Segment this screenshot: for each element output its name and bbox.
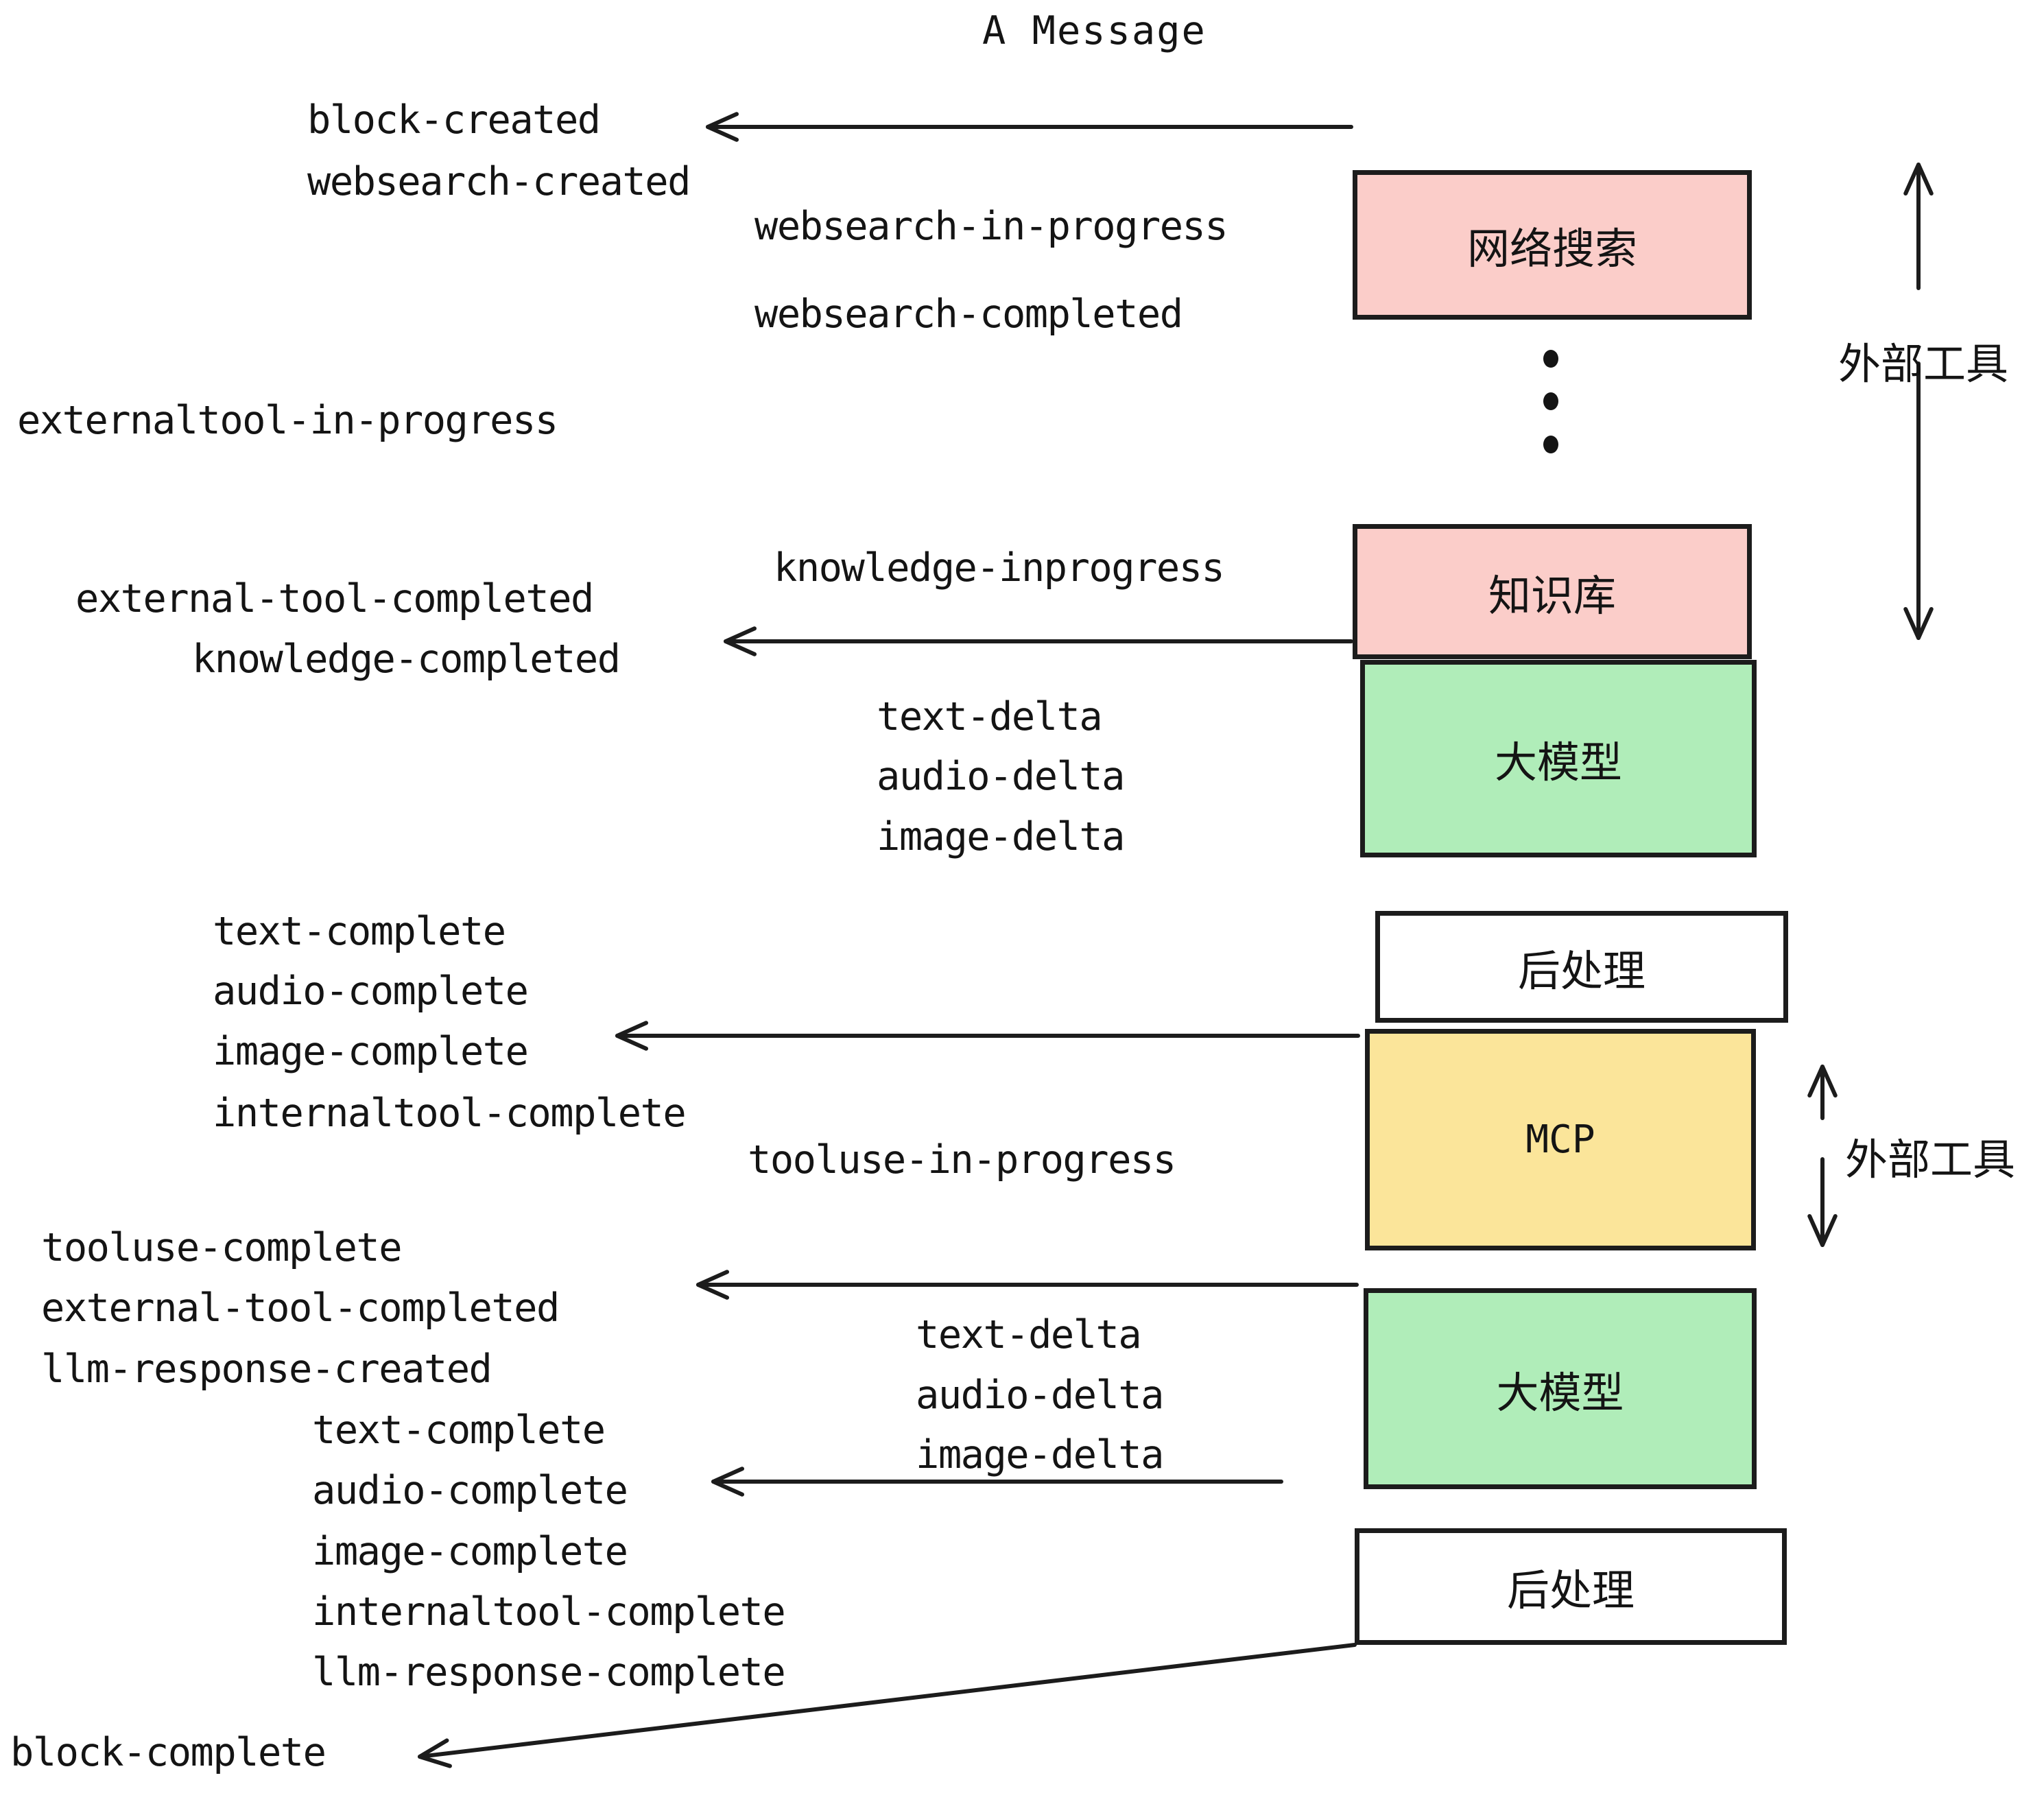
event-label-websearch-in-progress: websearch-in-progress	[754, 204, 1228, 249]
event-label-image-delta-2: image-delta	[916, 1432, 1165, 1477]
node-postprocess-top: 后处理	[1375, 911, 1788, 1023]
diagram-title: A Message	[982, 8, 1207, 54]
arrow-external-tools-bottom-down	[1807, 1157, 1838, 1247]
event-label-internaltool-complete-1: internaltool-complete	[213, 1091, 687, 1136]
ellipsis-dot	[1543, 350, 1558, 368]
arrow-image-complete	[615, 1021, 1360, 1051]
event-label-image-delta-1: image-delta	[877, 814, 1126, 859]
event-label-internaltool-complete-2: internaltool-complete	[312, 1589, 786, 1635]
event-label-websearch-completed: websearch-completed	[754, 292, 1183, 337]
event-label-block-created: block-created	[307, 97, 601, 143]
event-label-text-delta-2: text-delta	[916, 1312, 1142, 1357]
event-label-tooluse-in-progress: tooluse-in-progress	[748, 1137, 1176, 1183]
event-label-audio-complete-2: audio-complete	[312, 1468, 628, 1513]
event-label-text-complete-2: text-complete	[312, 1408, 606, 1453]
event-label-block-complete: block-complete	[10, 1730, 326, 1775]
event-label-audio-delta-2: audio-delta	[916, 1373, 1165, 1418]
event-label-text-delta-1: text-delta	[877, 694, 1103, 739]
node-postprocess-bottom: 后处理	[1355, 1528, 1787, 1645]
event-label-knowledge-completed: knowledge-completed	[192, 637, 621, 682]
event-label-image-complete-2: image-complete	[312, 1529, 628, 1574]
event-label-knowledge-inprogress: knowledge-inprogress	[774, 545, 1225, 591]
event-label-externaltool-in-progress: externaltool-in-progress	[17, 398, 558, 443]
arrow-external-tools-bottom-up	[1807, 1065, 1838, 1120]
event-label-tooluse-complete: tooluse-complete	[41, 1225, 403, 1270]
side-label-external-tools-top: 外部工具	[1838, 339, 2009, 389]
node-knowledge: 知识库	[1353, 524, 1752, 659]
event-label-image-complete-1: image-complete	[213, 1029, 529, 1074]
node-llm-top: 大模型	[1360, 660, 1757, 857]
event-label-llm-response-created: llm-response-created	[41, 1346, 492, 1392]
arrow-tooluse-complete	[696, 1270, 1359, 1300]
ellipsis-dot	[1543, 436, 1558, 453]
node-llm-bottom: 大模型	[1364, 1288, 1757, 1489]
arrow-block-complete	[418, 1643, 1357, 1768]
event-label-audio-complete-1: audio-complete	[213, 969, 529, 1014]
arrow-external-tools-top-down	[1903, 361, 1934, 640]
node-mcp: MCP	[1365, 1029, 1756, 1250]
arrow-knowledge-completed	[724, 626, 1353, 656]
ellipsis-dot	[1543, 392, 1558, 410]
event-label-external-tool-completed-1: external-tool-completed	[75, 576, 594, 621]
event-label-text-complete-1: text-complete	[213, 909, 506, 954]
node-websearch: 网络搜索	[1353, 170, 1752, 320]
event-label-external-tool-completed-2: external-tool-completed	[41, 1285, 560, 1331]
side-label-external-tools-bottom: 外部工具	[1845, 1135, 2016, 1185]
event-label-audio-delta-1: audio-delta	[877, 754, 1126, 799]
event-label-llm-response-complete: llm-response-complete	[312, 1650, 786, 1695]
event-label-websearch-created: websearch-created	[307, 159, 691, 204]
arrow-audio-complete	[711, 1467, 1283, 1497]
arrow-block-created	[706, 112, 1353, 142]
arrow-external-tools-top-up	[1903, 163, 1934, 290]
